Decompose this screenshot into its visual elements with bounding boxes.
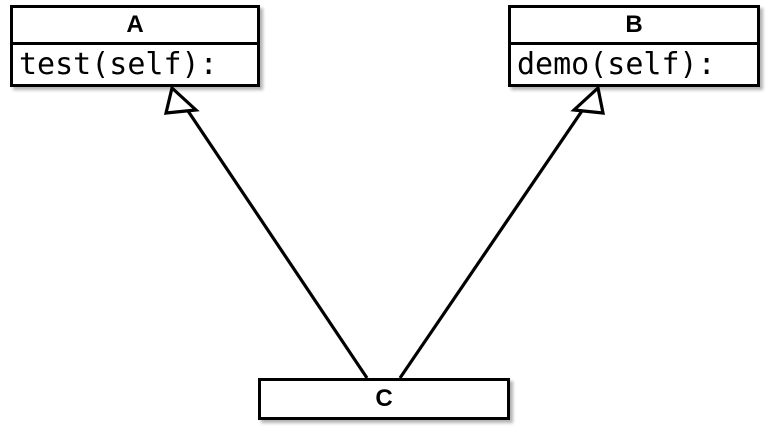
class-b-name: B (625, 11, 643, 38)
class-b-members: demo(self): (511, 45, 757, 84)
uml-class-b[interactable]: B demo(self): (508, 5, 760, 87)
class-a-divider (13, 42, 257, 45)
hollow-triangle-arrowhead-b (570, 84, 605, 115)
generalization-line-c-to-b (398, 104, 588, 379)
class-c-name: C (375, 385, 393, 412)
uml-class-c[interactable]: C (258, 378, 510, 420)
generalization-c-to-a[interactable] (163, 84, 369, 379)
generalization-line-c-to-a (182, 104, 369, 379)
class-a-members: test(self): (13, 45, 257, 84)
uml-class-a[interactable]: A test(self): (10, 5, 260, 87)
class-a-name: A (126, 11, 144, 38)
generalization-c-to-b[interactable] (398, 84, 605, 379)
class-b-divider (511, 42, 757, 45)
class-b-method-0: demo(self): (517, 46, 716, 82)
hollow-triangle-arrowhead-a (163, 84, 200, 115)
class-a-method-0: test(self): (19, 46, 218, 82)
